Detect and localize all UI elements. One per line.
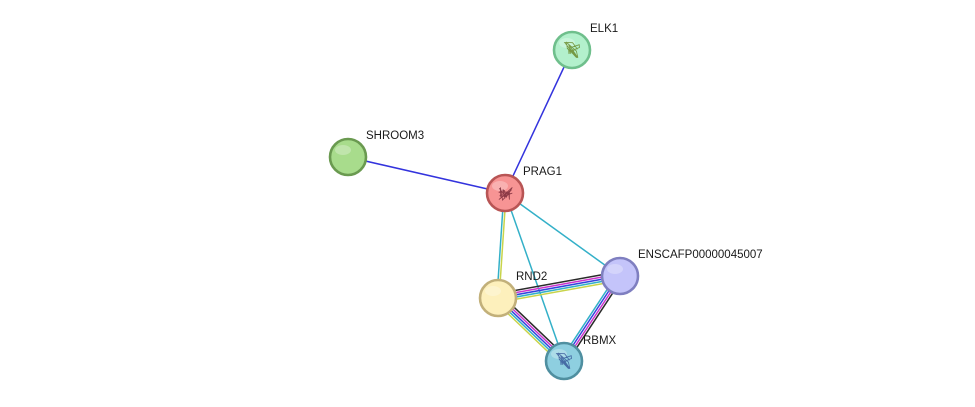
node-highlight	[485, 286, 501, 296]
structure-trace	[498, 187, 513, 202]
node-rnd2[interactable]: RND2	[478, 271, 547, 318]
edge-evidence-line	[498, 279, 621, 304]
edge-rnd2-enscafp00000045007[interactable]	[497, 270, 621, 304]
node-prag1-label: PRAG1	[523, 166, 562, 178]
edge-evidence-line	[497, 270, 620, 295]
structure-trace	[555, 352, 572, 369]
node-highlight	[492, 181, 508, 191]
node-enscafp00000045007-circle[interactable]	[600, 256, 640, 296]
node-rnd2-label: RND2	[516, 271, 547, 283]
edge-evidence-line	[504, 192, 565, 362]
edge-evidence-line	[504, 192, 621, 277]
edge-prag1-elk1[interactable]	[504, 49, 573, 194]
protein-structure-icon	[492, 181, 513, 202]
node-elk1-label: ELK1	[590, 23, 618, 35]
node-shroom3[interactable]: SHROOM3	[328, 130, 424, 177]
protein-structure-icon	[551, 349, 572, 369]
node-enscafp00000045007-label: ENSCAFP00000045007	[638, 249, 763, 261]
node-elk1-circle[interactable]	[552, 30, 592, 70]
edge-evidence-line	[497, 273, 620, 297]
nodes-layer: ELK1 SHROOM3 PRAG1 ENSCAFP00000045007 RN…	[328, 23, 763, 381]
edge-evidence-line	[347, 156, 506, 194]
node-rnd2-circle[interactable]	[478, 278, 518, 318]
edge-prag1-rbmx[interactable]	[504, 192, 565, 362]
node-elk1[interactable]: ELK1	[552, 23, 618, 70]
node-rnd2-structure	[485, 286, 501, 296]
node-shroom3-label: SHROOM3	[366, 130, 424, 142]
node-rbmx[interactable]: RBMX	[544, 335, 617, 381]
node-rbmx-circle[interactable]	[544, 341, 584, 381]
structure-trace	[563, 41, 580, 58]
edge-evidence-line	[504, 49, 573, 194]
edges-layer	[347, 49, 624, 365]
node-rbmx-label: RBMX	[583, 335, 617, 347]
edge-prag1-enscafp00000045007[interactable]	[504, 192, 621, 277]
node-enscafp00000045007[interactable]: ENSCAFP00000045007	[600, 249, 763, 296]
node-prag1[interactable]: PRAG1	[485, 166, 562, 213]
edge-evidence-line	[498, 277, 621, 301]
edge-prag1-shroom3[interactable]	[347, 156, 506, 194]
node-shroom3-structure	[335, 145, 351, 155]
edge-evidence-line	[497, 275, 621, 299]
node-enscafp00000045007-structure	[607, 264, 623, 274]
node-shroom3-circle[interactable]	[328, 137, 368, 177]
protein-structure-icon	[559, 38, 580, 58]
node-highlight	[607, 264, 623, 274]
node-highlight	[335, 145, 351, 155]
